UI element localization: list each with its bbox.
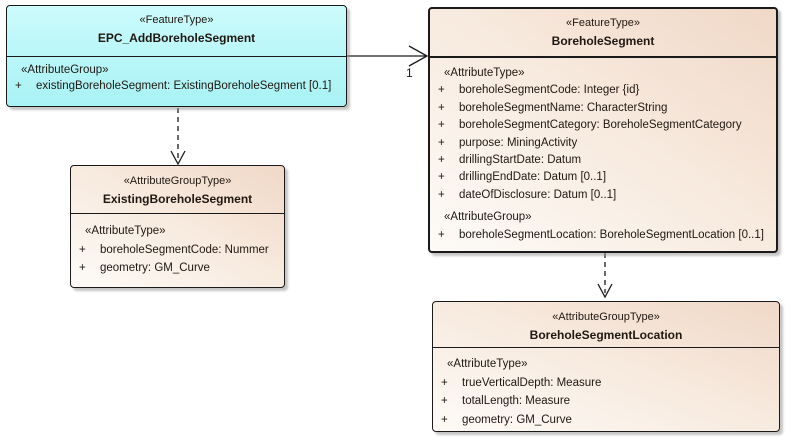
attribute-row[interactable]: + drillingEndDate: Datum [0..1] xyxy=(430,169,776,186)
class-name: ExistingBoreholeSegment xyxy=(102,192,253,206)
attribute-text: boreholeSegmentName: CharacterString xyxy=(459,101,668,114)
multiplicity-label: 1 xyxy=(406,66,413,80)
association-connector[interactable] xyxy=(346,45,429,67)
stereotype-label: «AttributeGroupType» xyxy=(123,175,232,187)
attribute-text: totalLength: Measure xyxy=(462,395,571,407)
section-label: «AttributeType» xyxy=(447,358,528,370)
section-label: «AttributeType» xyxy=(444,67,525,79)
attribute-row[interactable]: + boreholeSegmentLocation: BoreholeSegme… xyxy=(430,227,776,244)
attribute-text: boreholeSegmentCategory: BoreholeSegment… xyxy=(459,119,742,132)
visibility-marker: + xyxy=(438,188,445,201)
attribute-text: drillingStartDate: Datum xyxy=(459,154,582,167)
class-name: BoreholeSegment xyxy=(551,34,655,48)
visibility-marker: + xyxy=(15,79,22,92)
stereotype-label: «FeatureType» xyxy=(139,14,214,26)
visibility-marker: + xyxy=(441,376,448,389)
attribute-text: geometry: GM_Curve xyxy=(100,262,210,274)
dependency-connector-location[interactable] xyxy=(597,253,613,299)
section-label: «AttributeType» xyxy=(85,225,166,237)
visibility-marker: + xyxy=(441,395,448,407)
visibility-marker: + xyxy=(79,262,86,274)
attribute-row[interactable]: + boreholeSegmentCode: Nummer xyxy=(71,241,284,260)
class-name: EPC_AddBoreholeSegment xyxy=(97,31,256,45)
attribute-text: purpose: MiningActivity xyxy=(459,136,578,149)
visibility-marker: + xyxy=(438,171,445,184)
visibility-marker: + xyxy=(438,136,445,149)
attribute-row[interactable]: + geometry: GM_Curve xyxy=(433,411,779,430)
class-box-boreholesegmentlocation[interactable]: «AttributeGroupType» BoreholeSegmentLoca… xyxy=(432,301,780,432)
dependency-connector-existing[interactable] xyxy=(170,108,186,166)
stereotype-label: «FeatureType» xyxy=(566,17,640,29)
attribute-row[interactable]: + trueVerticalDepth: Measure xyxy=(433,374,779,393)
class-box-existingboreholesegment[interactable]: «AttributeGroupType» ExistingBoreholeSeg… xyxy=(70,165,285,288)
section-label: «AttributeGroup» xyxy=(21,64,109,76)
attribute-text: boreholeSegmentLocation: BoreholeSegment… xyxy=(459,228,764,241)
attribute-text: boreholeSegmentCode: Nummer xyxy=(100,243,269,256)
attribute-text: drillingEndDate: Datum [0..1] xyxy=(459,171,607,184)
section-label: «AttributeGroup» xyxy=(444,211,532,224)
class-box-epc-addboreholesegment[interactable]: «FeatureType» EPC_AddBoreholeSegment «At… xyxy=(6,5,347,107)
visibility-marker: + xyxy=(438,101,445,114)
visibility-marker: + xyxy=(438,84,445,97)
class-box-boreholesegment[interactable]: «FeatureType» BoreholeSegment «Attribute… xyxy=(428,7,778,253)
attribute-row[interactable]: + geometry: GM_Curve xyxy=(71,259,284,278)
attribute-row[interactable]: + boreholeSegmentCategory: BoreholeSegme… xyxy=(430,117,776,134)
visibility-marker: + xyxy=(441,413,448,426)
attribute-row[interactable]: + totalLength: Measure xyxy=(433,392,779,411)
attribute-text: boreholeSegmentCode: Integer {id} xyxy=(459,84,640,97)
attribute-text: dateOfDisclosure: Datum [0..1] xyxy=(459,188,617,201)
attribute-text: existingBoreholeSegment: ExistingBorehol… xyxy=(36,79,332,92)
attribute-row[interactable]: + purpose: MiningActivity xyxy=(430,135,776,152)
attribute-row[interactable]: + existingBoreholeSegment: ExistingBoreh… xyxy=(7,79,346,95)
attribute-row[interactable]: + boreholeSegmentName: CharacterString xyxy=(430,100,776,117)
attribute-row[interactable]: + boreholeSegmentCode: Integer {id} xyxy=(430,82,776,99)
attribute-text: trueVerticalDepth: Measure xyxy=(462,376,602,389)
visibility-marker: + xyxy=(438,119,445,132)
visibility-marker: + xyxy=(438,154,445,167)
stereotype-label: «AttributeGroupType» xyxy=(552,311,660,323)
class-name: BoreholeSegmentLocation xyxy=(529,328,683,342)
visibility-marker: + xyxy=(438,228,445,241)
attribute-row[interactable]: + drillingStartDate: Datum xyxy=(430,152,776,169)
visibility-marker: + xyxy=(79,243,86,256)
attribute-text: geometry: GM_Curve xyxy=(462,413,572,426)
attribute-row[interactable]: + dateOfDisclosure: Datum [0..1] xyxy=(430,187,776,204)
